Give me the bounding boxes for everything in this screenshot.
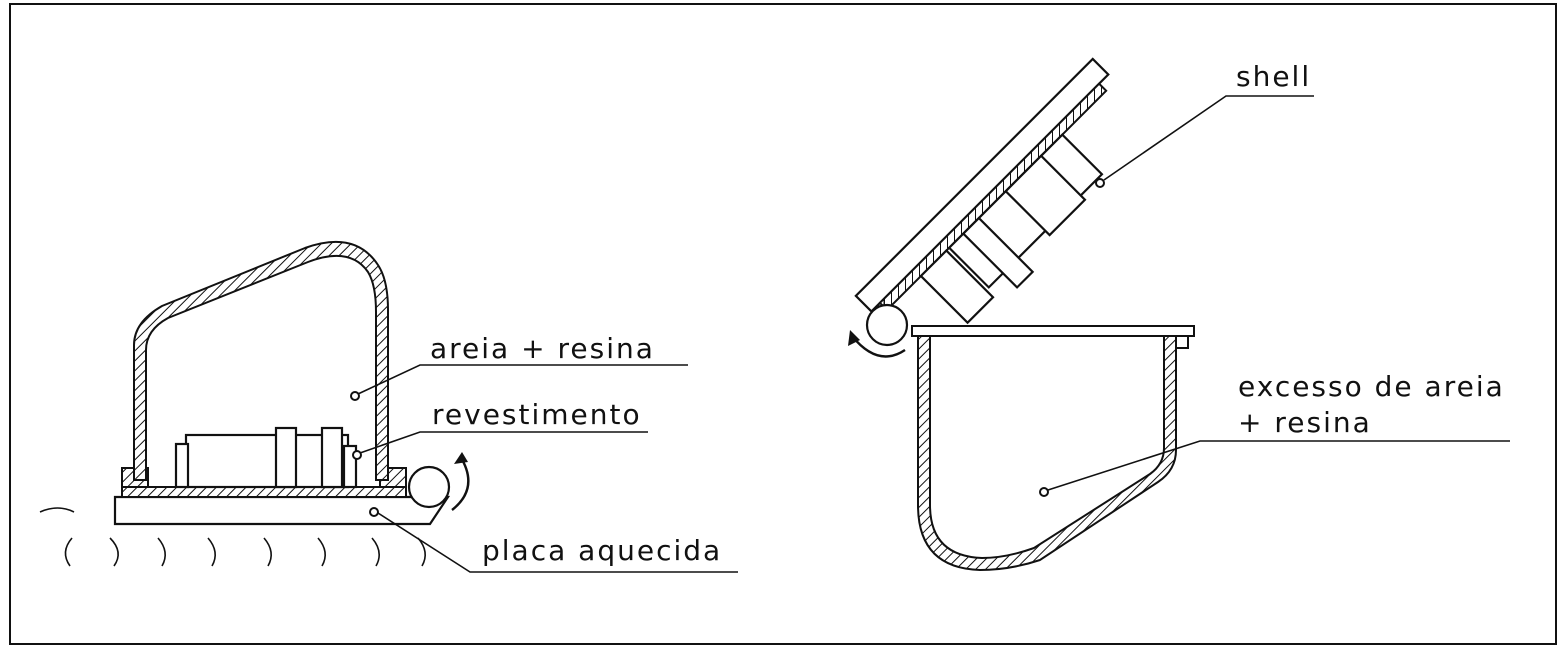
label-shell: shell: [1236, 60, 1311, 93]
rotation-arrowhead-right: [848, 330, 860, 346]
label-heated-plate: placa aquecida: [482, 534, 722, 567]
leader-line-heated-plate: [377, 512, 738, 573]
label-excess-line1: excesso de areia: [1238, 370, 1505, 403]
leader-dot-excess: [1039, 487, 1049, 497]
dump-box-rim: [911, 325, 1195, 337]
tilted-pattern-rib-2: [961, 216, 1035, 289]
pattern-rib-1: [174, 442, 190, 489]
hinge-roller-left: [407, 465, 451, 509]
leader-line-shell: [1103, 95, 1314, 181]
label-coating: revestimento: [432, 398, 642, 431]
right-figure-dump-box: shell excesso de areia + resina: [848, 57, 1510, 572]
leader-dot-sand-resin: [350, 391, 360, 401]
tilted-plate-assembly: [854, 57, 1110, 325]
left-figure-heated-plate-assembly: areia + resina revestimento placa aqueci…: [39, 240, 738, 573]
leader-line-coating: [359, 431, 648, 454]
hinge-roller-right: [865, 303, 909, 347]
pattern-rib-3: [320, 426, 344, 489]
plate-coating-strip: [121, 486, 407, 498]
rotation-arrow-left: [451, 455, 470, 511]
pattern-rib-2: [274, 426, 298, 489]
label-excess-line2: + resina: [1238, 406, 1372, 439]
rotation-arrowhead-left: [454, 452, 468, 464]
tilted-pattern-rib-3: [1004, 154, 1087, 237]
dome-shell: [133, 240, 389, 481]
leader-line-excess: [1047, 440, 1510, 491]
leader-dot-coating: [352, 450, 362, 460]
diagram-border: [9, 3, 1557, 645]
label-sand-resin: areia + resina: [430, 332, 655, 365]
tilted-pattern-rib-1: [919, 249, 995, 325]
leader-dot-heated-plate: [369, 507, 379, 517]
leader-dot-shell: [1095, 178, 1105, 188]
dump-box-rim-right-lip: [1175, 335, 1189, 349]
heated-plate: [113, 495, 451, 526]
leader-line-sand-resin: [357, 364, 688, 395]
dump-box-wall: [917, 329, 1177, 572]
